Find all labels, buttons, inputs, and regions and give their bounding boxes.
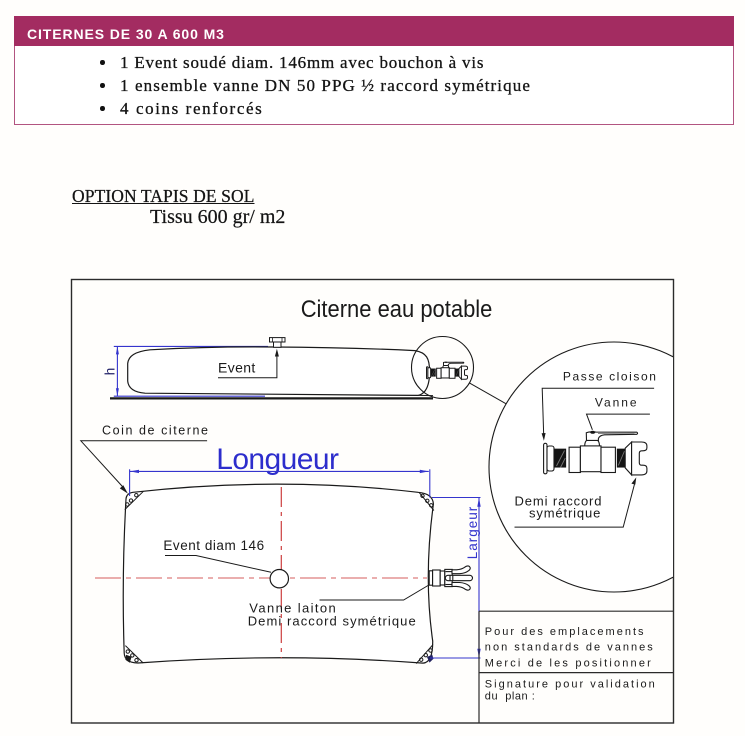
svg-text:Signature pour validation: Signature pour validation <box>485 679 655 691</box>
svg-text:Coin de citerne: Coin de citerne <box>102 424 208 438</box>
svg-text:Merci de les positionner: Merci de les positionner <box>485 657 651 669</box>
svg-text:Passe cloison: Passe cloison <box>563 370 656 384</box>
svg-text:h: h <box>103 368 118 376</box>
svg-text:Demi raccord symétrique: Demi raccord symétrique <box>248 614 416 629</box>
svg-text:symétrique: symétrique <box>529 506 600 521</box>
svg-text:Vanne laiton: Vanne laiton <box>249 600 335 615</box>
svg-text:Largeur: Largeur <box>465 506 480 559</box>
svg-text:du plan :: du plan : <box>485 691 535 703</box>
svg-text:non standards de vannes: non standards de vannes <box>485 642 654 654</box>
svg-text:Citerne eau potable: Citerne eau potable <box>301 296 493 323</box>
svg-text:Longueur: Longueur <box>216 443 339 476</box>
svg-text:Vanne: Vanne <box>595 395 637 409</box>
svg-text:Demi raccord: Demi raccord <box>515 493 602 508</box>
svg-text:Pour des emplacements: Pour des emplacements <box>485 626 644 638</box>
svg-text:Event diam 146: Event diam 146 <box>163 538 264 553</box>
svg-text:Event: Event <box>218 359 256 375</box>
